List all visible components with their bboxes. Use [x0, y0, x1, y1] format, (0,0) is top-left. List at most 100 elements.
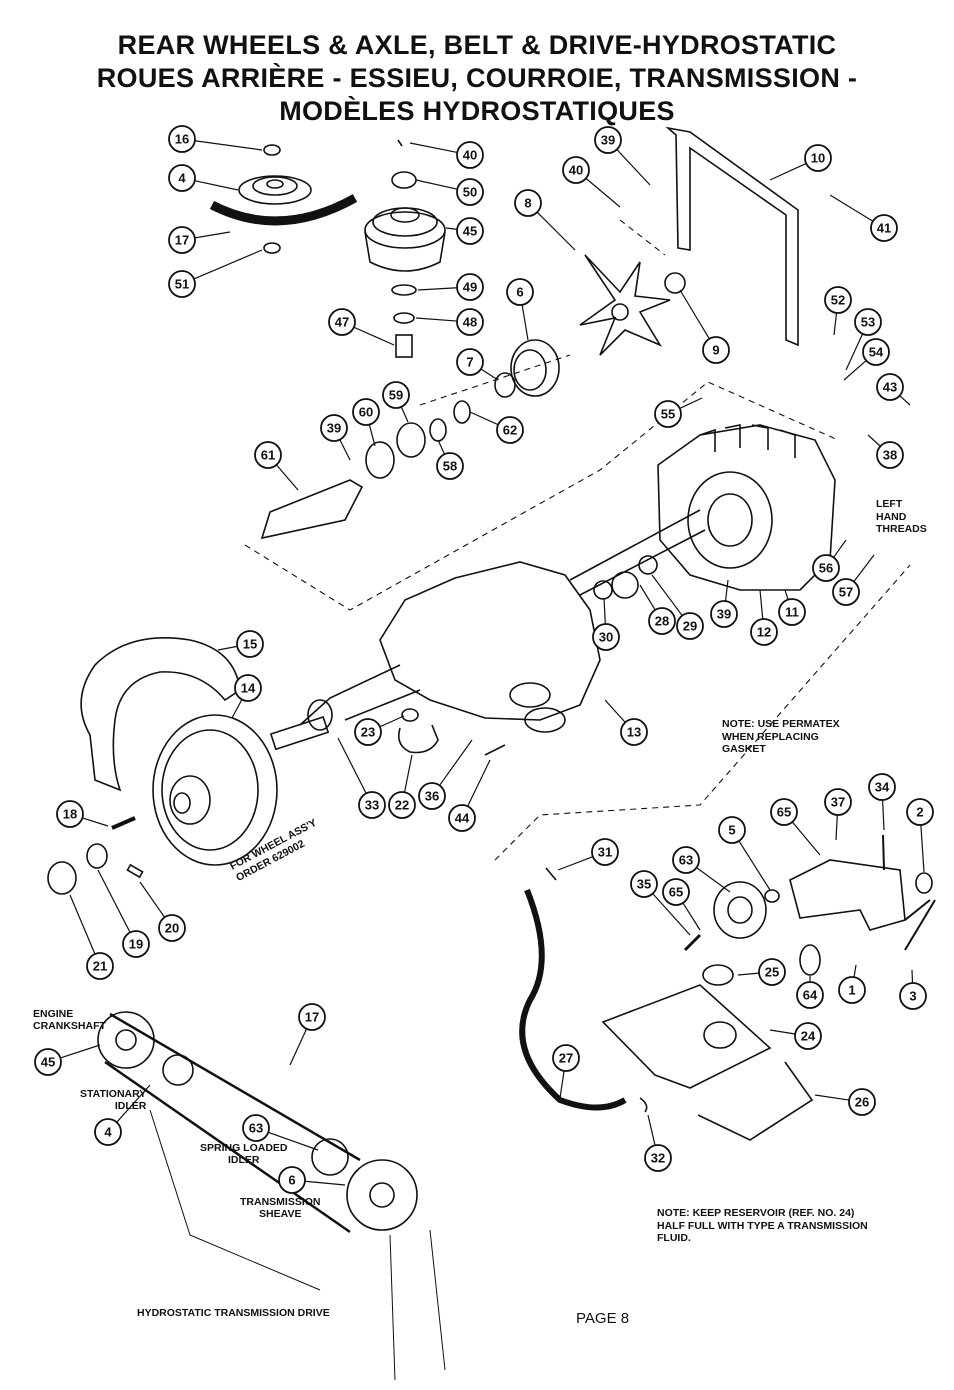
leader-line [268, 1131, 319, 1151]
callout-circle [56, 800, 84, 828]
callout-circle [552, 1044, 580, 1072]
leader-line [536, 211, 576, 251]
callout-circle [456, 141, 484, 169]
callout-part-22: 22 [388, 754, 416, 819]
callout-part-65: 65 [662, 878, 701, 931]
callout-number: 50 [463, 185, 477, 200]
callout-circle [824, 788, 852, 816]
callout-part-65: 65 [770, 798, 821, 856]
callout-part-40: 40 [409, 141, 484, 169]
leader-line [379, 715, 405, 728]
callout-circle [514, 189, 542, 217]
callout-part-17: 17 [168, 226, 231, 254]
callout-number: 43 [883, 380, 897, 395]
note-left-hand-threads: LEFT HAND THREADS [876, 498, 927, 535]
callout-circle [254, 441, 282, 469]
callout-number: 54 [869, 345, 884, 360]
callout-part-64: 64 [796, 976, 824, 1009]
callout-number: 57 [839, 585, 853, 600]
callout-part-35: 35 [630, 870, 691, 936]
callout-number: 36 [425, 789, 439, 804]
callout-part-6: 6 [278, 1166, 346, 1194]
callout-number: 63 [679, 853, 693, 868]
callout-part-39: 39 [710, 579, 738, 628]
leader-line [194, 180, 239, 191]
callout-circle [328, 308, 356, 336]
callout-part-4: 4 [168, 164, 239, 192]
leader-line [557, 856, 594, 871]
leader-line [276, 464, 299, 491]
callout-number: 16 [175, 132, 189, 147]
leader-line [194, 140, 263, 151]
leader-line [696, 867, 731, 893]
callout-number: 10 [811, 151, 825, 166]
callout-number: 9 [712, 343, 719, 358]
callout-circle [320, 414, 348, 442]
callout-circle [278, 1166, 306, 1194]
leader-line [867, 434, 881, 447]
leader-line [829, 194, 874, 222]
callout-circle [242, 1114, 270, 1142]
callout-part-31: 31 [557, 838, 619, 871]
callout-number: 53 [861, 315, 875, 330]
callout-number: 5 [728, 823, 735, 838]
callout-number: 40 [463, 148, 477, 163]
callout-circle [456, 217, 484, 245]
callout-circle [870, 214, 898, 242]
callout-part-17: 17 [289, 1003, 326, 1066]
callout-part-13: 13 [604, 699, 648, 746]
callout-circle [168, 270, 196, 298]
leader-line [469, 411, 499, 426]
callout-number: 63 [249, 1121, 263, 1136]
callout-circle [94, 1118, 122, 1146]
leader-line [679, 289, 710, 340]
callout-circle [854, 308, 882, 336]
callout-number: 35 [637, 877, 651, 892]
bracket-1-drawing [789, 859, 906, 931]
callout-circle [672, 846, 700, 874]
callout-part-41: 41 [829, 194, 898, 242]
callout-part-20: 20 [139, 881, 186, 942]
leader-line [652, 893, 691, 936]
callout-number: 2 [916, 805, 923, 820]
callout-part-58: 58 [436, 439, 464, 480]
callout-part-49: 49 [417, 273, 484, 301]
callout-number: 17 [305, 1010, 319, 1025]
leader-line [647, 1114, 656, 1146]
callout-circle [862, 338, 890, 366]
leader-line [193, 249, 263, 280]
callout-circle [676, 612, 704, 640]
callout-circle [718, 816, 746, 844]
note-reservoir: NOTE: KEEP RESERVOIR (REF. NO. 24) HALF … [657, 1207, 868, 1244]
callout-circle [436, 452, 464, 480]
callout-circle [770, 798, 798, 826]
leader-line [400, 406, 409, 423]
leader-line [737, 972, 760, 976]
transmission-sheave-drawing [346, 1159, 418, 1231]
callout-part-36: 36 [418, 739, 473, 810]
callout-number: 6 [516, 285, 523, 300]
callout-number: 15 [243, 637, 257, 652]
leader-line [353, 326, 395, 346]
leader-line [289, 1028, 308, 1066]
callout-part-23: 23 [354, 715, 405, 746]
leader-line [769, 162, 807, 181]
callout-circle [34, 1048, 62, 1076]
callout-number: 4 [178, 171, 186, 186]
leader-line [231, 699, 243, 719]
leader-line [639, 584, 656, 611]
callout-part-56: 56 [812, 539, 847, 582]
leader-line [604, 699, 626, 723]
callout-part-38: 38 [867, 434, 904, 469]
leader-line [217, 645, 238, 651]
leader-line [833, 312, 838, 336]
callout-number: 44 [455, 811, 470, 826]
callout-number: 25 [765, 965, 779, 980]
callout-circle [456, 308, 484, 336]
callout-part-4: 4 [94, 1084, 151, 1146]
tire-15-drawing [80, 637, 241, 792]
leader-line [899, 395, 911, 406]
callout-circle [448, 804, 476, 832]
leader-line [139, 881, 166, 918]
label-stationary-idler: STATIONARY IDLER [80, 1088, 147, 1112]
